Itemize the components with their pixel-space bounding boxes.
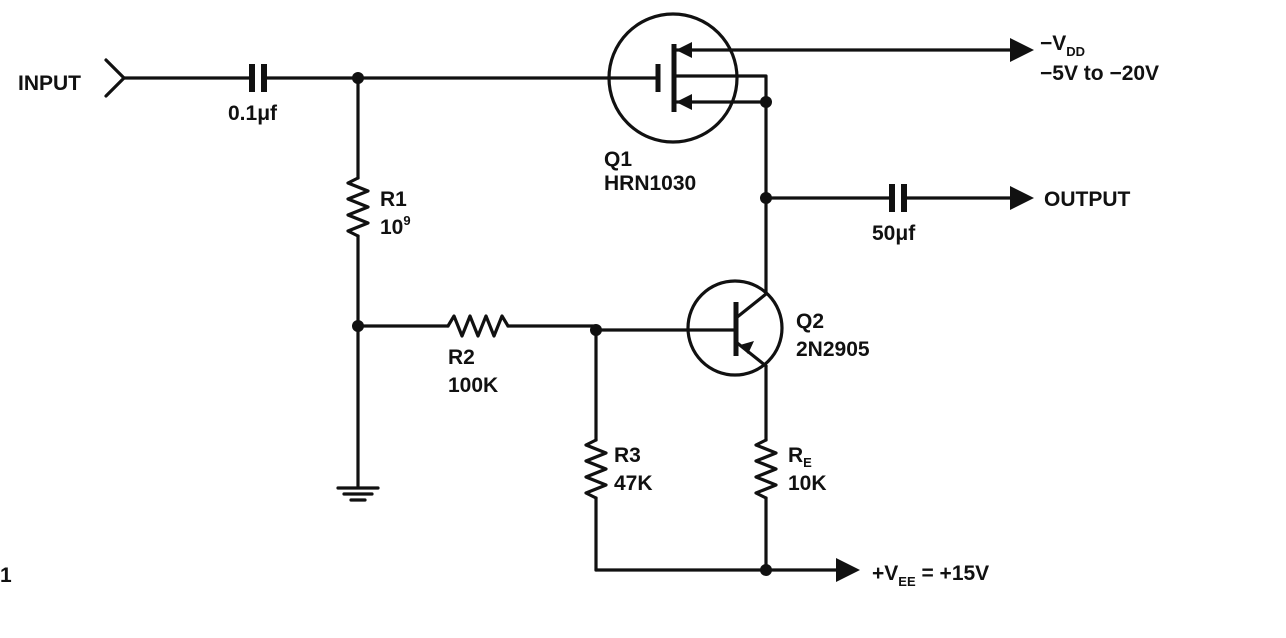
r1-resistor	[346, 176, 370, 238]
q1-ref: Q1	[604, 148, 632, 171]
r1-ref: R1	[380, 188, 407, 211]
r2-value: 100K	[448, 374, 498, 397]
re-value: 10K	[788, 472, 827, 495]
r1-value: 109	[380, 213, 411, 239]
output-capacitor	[889, 184, 907, 212]
r3-ref: R3	[614, 444, 641, 467]
output-capacitor-value: 50μf	[872, 222, 916, 245]
q2-ref: Q2	[796, 310, 824, 333]
output-label: OUTPUT	[1044, 188, 1131, 211]
figure-number: 1	[0, 564, 12, 587]
q2-transistor	[686, 279, 784, 377]
vee-label: +VEE = +15V	[872, 562, 989, 589]
q1-part: HRN1030	[604, 172, 696, 195]
r2-resistor	[446, 314, 510, 338]
vee-arrow-icon	[836, 558, 860, 582]
output-arrow-icon	[1010, 186, 1034, 210]
q2-part: 2N2905	[796, 338, 870, 361]
vdd-label: −VDD	[1040, 32, 1085, 59]
input-label: INPUT	[18, 72, 81, 95]
r3-value: 47K	[614, 472, 653, 495]
re-ref: RE	[788, 444, 812, 470]
re-resistor	[754, 438, 778, 500]
vdd-arrow-icon	[1010, 38, 1034, 62]
q1-mosfet	[607, 12, 1012, 144]
vdd-range: −5V to −20V	[1040, 62, 1159, 85]
r2-ref: R2	[448, 346, 475, 369]
r3-resistor	[584, 438, 608, 500]
input-capacitor-value: 0.1μf	[228, 102, 278, 125]
input-terminal	[104, 58, 252, 98]
ground-symbol	[336, 486, 380, 502]
input-capacitor	[249, 64, 267, 92]
